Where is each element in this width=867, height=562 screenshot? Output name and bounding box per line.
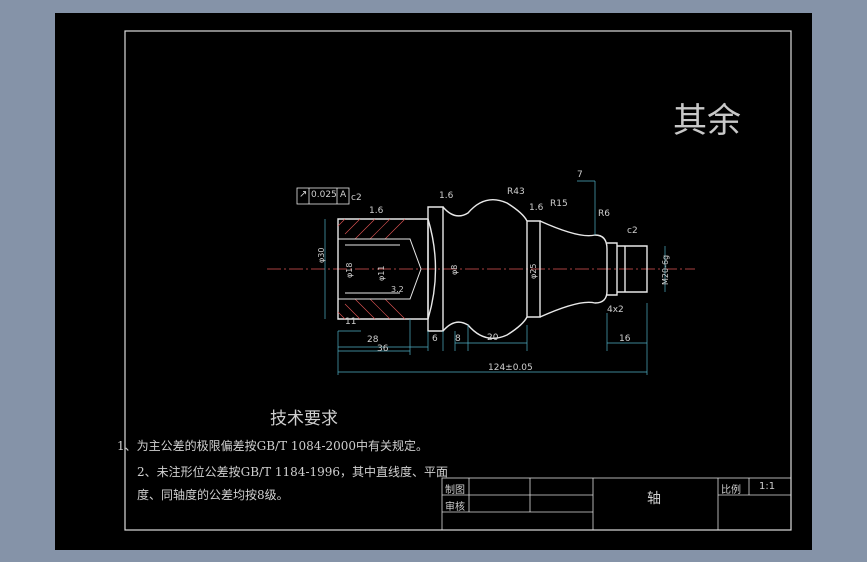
dim-roughness-b: 1.6 — [439, 191, 454, 201]
dim-length-4x2: 4x2 — [607, 305, 624, 315]
dim-chamfer-right: c2 — [627, 226, 638, 236]
dim-thread: M20-6g — [661, 254, 670, 285]
bore-lines — [338, 238, 422, 300]
dim-length-11: 11 — [345, 317, 357, 327]
tolerance-value: 0.025 — [311, 190, 337, 200]
dim-chamfer-left: c2 — [351, 193, 362, 203]
dim-dia-18: φ18 — [345, 262, 354, 278]
cad-viewport[interactable]: 其余 ↗ 0.025 A c2 1.6 1.6 1.6 3.2 R43 R15 … — [55, 13, 812, 550]
dim-roughness-c: 1.6 — [529, 203, 544, 213]
dim-length-total: 124±0.05 — [488, 363, 533, 373]
dimension-lines — [324, 180, 666, 375]
tolerance-frame-box — [296, 187, 350, 205]
dim-dia-30: φ30 — [317, 247, 326, 263]
bore-section — [337, 218, 406, 320]
dim-radius-r43: R43 — [507, 187, 525, 197]
dim-dia-11: φ11 — [377, 265, 386, 281]
tolerance-datum: A — [340, 190, 347, 200]
dim-dia-25: φ25 — [529, 263, 538, 279]
dim-length-20: 20 — [487, 333, 499, 343]
remainder-note: 其余 — [673, 101, 741, 141]
title-block-drawn: 制图 — [445, 485, 465, 496]
title-block-part-name: 轴 — [647, 491, 661, 507]
dim-length-6: 6 — [432, 334, 438, 344]
dim-length-28: 28 — [367, 335, 379, 345]
title-block-scale-value: 1:1 — [759, 481, 776, 492]
dim-roughness-32: 3.2 — [391, 285, 404, 294]
requirements-title: 技术要求 — [270, 409, 338, 429]
requirements-line-2: 2、未注形位公差按GB/T 1184-1996，其中直线度、平面 — [137, 465, 449, 479]
requirements-line-1: 1、为主公差的极限偏差按GB/T 1084-2000中有关规定。 — [117, 439, 429, 453]
drawing-canvas — [124, 30, 792, 531]
dim-length-8: 8 — [455, 334, 461, 344]
dim-length-7: 7 — [577, 170, 583, 180]
requirements-line-3: 度、同轴度的公差均按8级。 — [137, 488, 289, 502]
title-block — [441, 477, 792, 531]
dim-length-16: 16 — [619, 334, 631, 344]
dim-radius-r6: R6 — [598, 209, 610, 219]
dim-length-36: 36 — [377, 344, 389, 354]
dim-dia-8: φ8 — [450, 264, 459, 275]
dim-roughness-a: 1.6 — [369, 206, 384, 216]
title-block-checked: 审核 — [445, 502, 465, 513]
dim-radius-r15: R15 — [550, 199, 568, 209]
tolerance-symbol: ↗ — [299, 189, 308, 200]
title-block-scale-label: 比例 — [721, 485, 741, 496]
